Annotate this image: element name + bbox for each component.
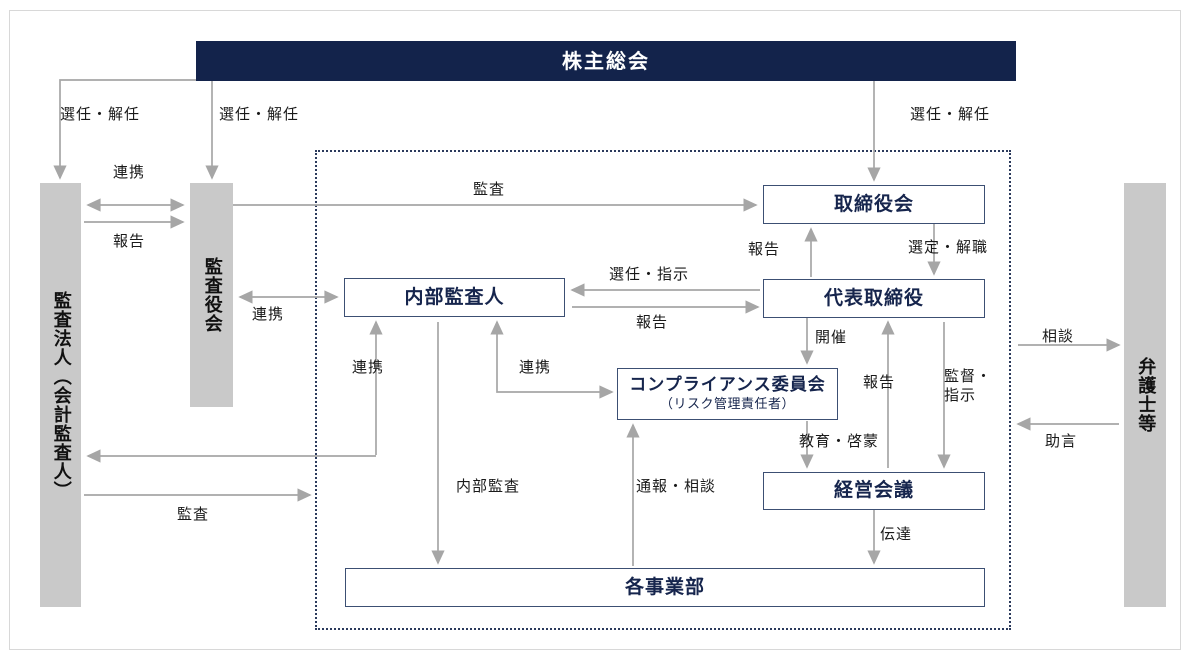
label-convey: 伝達	[880, 525, 913, 543]
node-internal-auditor-label: 内部監査人	[404, 285, 505, 308]
label-appoint-dismiss-left: 選任・解任	[60, 105, 141, 123]
label-report-mgmt-to-rep: 報告	[863, 373, 896, 391]
internal-control-scope-frame	[315, 150, 1011, 630]
node-auditors-board-label: 監査役会	[201, 257, 223, 333]
label-consult: 相談	[1042, 327, 1075, 345]
label-supervise-instruct-line1: 監督・	[944, 367, 993, 385]
node-compliance-committee-label: コンプライアンス委員会	[629, 374, 826, 395]
node-accounting-auditor-label: 監査法人（会計監査人）	[50, 290, 72, 500]
label-audit-board: 監査	[473, 180, 506, 198]
node-business-divisions-label: 各事業部	[624, 575, 705, 598]
label-supervise-instruct: 監督・ 指示	[944, 367, 1000, 405]
label-select-dismiss-office: 選定・解職	[908, 238, 989, 256]
node-compliance-committee[interactable]: コンプライアンス委員会 （リスク管理責任者）	[617, 368, 838, 420]
label-advice: 助言	[1045, 432, 1078, 450]
arrow-cooperation-compliance-internal	[490, 320, 614, 399]
label-report-rep-to-board: 報告	[748, 240, 781, 258]
node-board-of-directors-label: 取締役会	[833, 192, 914, 215]
node-management-meeting[interactable]: 経営会議	[763, 472, 985, 510]
label-appoint-dismiss-right: 選任・解任	[910, 105, 991, 123]
label-whistleblow: 通報・相談	[636, 477, 717, 495]
label-appoint-dismiss-mid: 選任・解任	[219, 105, 300, 123]
node-shareholders-meeting[interactable]: 株主総会	[196, 41, 1016, 81]
node-management-meeting-label: 経営会議	[833, 479, 914, 502]
node-lawyers[interactable]: 弁護士等	[1124, 183, 1166, 607]
label-internal-audit: 内部監査	[456, 477, 521, 495]
label-report-internal-to-rep: 報告	[636, 313, 669, 331]
node-representative-director-label: 代表取締役	[823, 286, 924, 309]
label-cooperation-right-branch: 連携	[519, 358, 552, 376]
outer-frame	[9, 10, 1181, 650]
label-report-top: 報告	[113, 232, 146, 250]
arrow-meeting-to-accounting-auditor	[53, 79, 196, 180]
node-compliance-committee-sublabel: （リスク管理責任者）	[659, 397, 795, 412]
node-lawyers-label: 弁護士等	[1135, 357, 1157, 433]
label-cooperation-auditors-internal: 連携	[252, 305, 285, 323]
node-representative-director[interactable]: 代表取締役	[763, 279, 985, 318]
node-internal-auditor[interactable]: 内部監査人	[344, 278, 565, 317]
node-auditors-board[interactable]: 監査役会	[190, 183, 233, 407]
label-supervise-instruct-line2: 指示	[944, 385, 977, 404]
label-audit-firm: 監査	[177, 505, 210, 523]
label-education: 教育・啓蒙	[799, 432, 880, 450]
node-board-of-directors[interactable]: 取締役会	[763, 185, 985, 224]
node-accounting-auditor[interactable]: 監査法人（会計監査人）	[40, 183, 81, 607]
node-shareholders-meeting-label: 株主総会	[562, 48, 650, 73]
label-cooperation-top: 連携	[113, 163, 146, 181]
label-cooperation-left-branch: 連携	[352, 358, 385, 376]
label-hold-meeting: 開催	[815, 328, 848, 346]
label-select-instruct: 選任・指示	[609, 265, 690, 283]
node-business-divisions[interactable]: 各事業部	[345, 568, 985, 607]
